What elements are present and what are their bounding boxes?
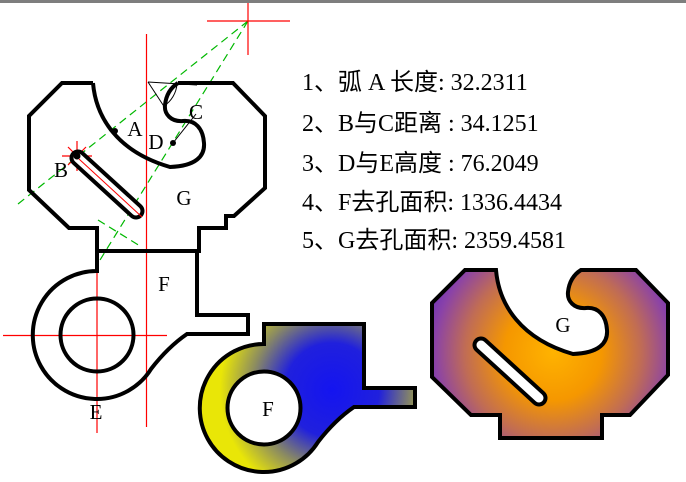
measurement-line-3: 3、D与E高度 : 76.2049 <box>302 150 539 177</box>
label-c: C <box>189 100 203 124</box>
preview-g-outline <box>430 268 670 440</box>
green-construction-line-through-d <box>99 20 249 261</box>
s-notch-curve <box>91 81 207 170</box>
point-a-dot <box>112 128 118 134</box>
preview-g-slot-interior <box>476 340 544 403</box>
bore-circle <box>58 296 136 374</box>
main-part <box>27 81 267 401</box>
measurement-line-2: 2、B与C距离 : 34.1251 <box>302 110 539 137</box>
slot-red-centerline <box>78 158 143 218</box>
label-d: D <box>148 130 163 154</box>
measurement-line-5: 5、G去孔面积: 2359.4581 <box>302 227 566 254</box>
green-construction-line-through-b <box>17 20 249 205</box>
label-g: G <box>176 186 191 210</box>
f-plate-outline <box>30 251 250 401</box>
main-part-outline <box>27 81 267 253</box>
window-top-border <box>0 0 686 3</box>
slot-cutout <box>69 149 145 220</box>
label-a: A <box>127 117 143 141</box>
green-construction-lines <box>17 20 249 261</box>
preview-g-shape: G <box>430 268 670 440</box>
measurement-results: 1、弧 A 长度: 32.2311 2、B与C距离 : 34.1251 3、D与… <box>302 69 566 254</box>
d-to-c-annotation-line <box>172 113 197 144</box>
measurement-line-1: 1、弧 A 长度: 32.2311 <box>302 69 528 96</box>
red-construction-lines <box>3 3 290 433</box>
green-construction-line-short <box>97 219 141 247</box>
preview-f-label: F <box>262 397 274 421</box>
preview-f-shape: F <box>197 322 417 474</box>
label-b: B <box>54 158 68 182</box>
preview-g-label: G <box>555 313 570 337</box>
measurement-line-4: 4、F去孔面积: 1336.4434 <box>302 189 562 216</box>
label-f: F <box>158 272 170 296</box>
point-d-dot <box>170 140 176 146</box>
preview-f-bore <box>225 369 303 447</box>
label-e: E <box>90 400 103 424</box>
point-b-dot <box>73 152 81 160</box>
